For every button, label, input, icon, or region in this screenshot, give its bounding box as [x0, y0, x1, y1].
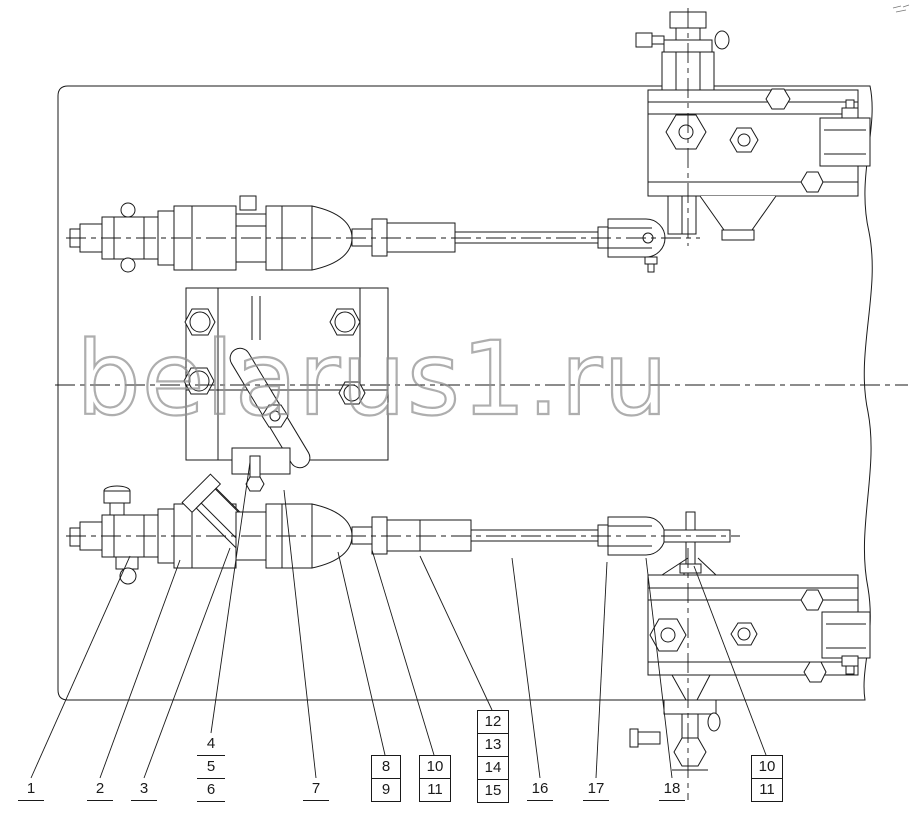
callout-11: 11: [427, 781, 443, 798]
callout-stack-12-15: 12 13 14 15: [477, 710, 509, 803]
corner-mark: [893, 5, 909, 12]
callout-stack-8-9: 8 9: [371, 755, 401, 802]
top-cylinder-assembly: [70, 196, 665, 272]
callout-12: 12: [478, 711, 508, 734]
callout-7: 7: [303, 778, 329, 801]
callout-17: 17: [583, 778, 609, 801]
main-outline: [58, 86, 872, 700]
callout-16: 16: [527, 778, 553, 801]
callout-6: 6: [197, 779, 225, 802]
callout-10: 10: [420, 756, 450, 779]
callout-2: 2: [87, 778, 113, 801]
callout-15: 15: [484, 782, 502, 799]
callout-1: 1: [18, 778, 44, 801]
callout-3: 3: [131, 778, 157, 801]
callout-13: 13: [478, 734, 508, 757]
callout-18: 18: [659, 778, 685, 801]
leader-lines: [31, 462, 766, 778]
callout-9: 9: [381, 781, 391, 798]
bottom-cylinder-assembly: [70, 474, 730, 584]
callout-8: 8: [372, 756, 400, 779]
callout-14: 14: [478, 757, 508, 780]
callout-10-right: 10: [752, 756, 782, 779]
lower-lever-bracket: [630, 558, 870, 770]
callout-stack-4-5-6: 4 5 6: [197, 733, 225, 802]
mounting-bracket: [184, 288, 388, 491]
centerlines: [55, 8, 908, 800]
callout-11-right: 11: [759, 781, 775, 798]
callout-4: 4: [197, 733, 225, 756]
callout-stack-10-11-right: 10 11: [751, 755, 783, 802]
callout-stack-10-11-left: 10 11: [419, 755, 451, 802]
upper-lever-bracket: [636, 12, 870, 240]
callout-5: 5: [197, 756, 225, 779]
